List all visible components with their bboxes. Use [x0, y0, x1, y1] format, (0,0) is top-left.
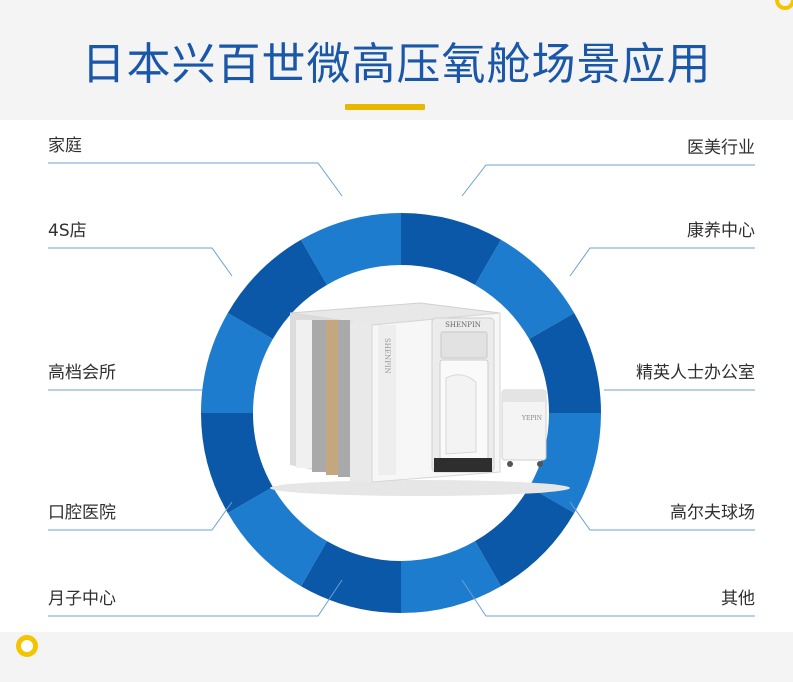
scene-label-right-2: 精英人士办公室 — [636, 363, 755, 383]
scene-label-right-4: 其他 — [721, 589, 755, 609]
scene-label-right-0: 医美行业 — [687, 138, 755, 158]
leader-line — [48, 579, 343, 617]
chamber-illustration: SHENPIN SHENPIN YEPIN — [270, 302, 570, 496]
ring-segment — [227, 487, 327, 587]
scene-label-left-3: 口腔医院 — [48, 503, 116, 523]
leader-lines — [48, 162, 755, 617]
ring-segment — [201, 413, 273, 513]
ring-segment — [401, 541, 501, 613]
ring-segment — [301, 213, 401, 285]
decor-ring-bottom — [16, 635, 38, 657]
ring-segment — [227, 239, 327, 339]
scene-label-right-3: 高尔夫球场 — [670, 503, 755, 523]
ring-segment — [475, 239, 575, 339]
ring-segment — [201, 313, 273, 413]
ring-segment — [529, 313, 601, 413]
scene-label-right-1: 康养中心 — [687, 221, 755, 241]
decor-ring-top — [775, 0, 793, 10]
chamber-side-brand: SHENPIN — [383, 338, 391, 374]
leader-line — [569, 247, 755, 277]
leader-line — [461, 579, 755, 617]
page-title: 日本兴百世微高压氧舱场景应用 — [81, 39, 712, 90]
leader-line — [48, 501, 233, 531]
device-brand: YEPIN — [521, 415, 542, 422]
scene-panel: SHENPIN SHENPIN YEPIN 家庭 4S店 高档会所 口腔医院 月… — [0, 120, 793, 632]
scene-label-left-1: 4S店 — [48, 221, 87, 241]
ring-segment — [301, 541, 401, 613]
leader-line — [48, 162, 343, 197]
leader-line — [48, 247, 233, 277]
scene-label-left-4: 月子中心 — [48, 589, 116, 609]
title-underline — [345, 104, 425, 110]
scene-ring-diagram: SHENPIN SHENPIN YEPIN — [48, 162, 755, 617]
leader-line — [461, 164, 755, 197]
leader-line — [569, 501, 755, 531]
scene-label-left-2: 高档会所 — [48, 363, 116, 383]
scene-label-left-0: 家庭 — [48, 136, 82, 156]
chamber-door-brand: SHENPIN — [445, 321, 481, 329]
ring-segment — [475, 487, 575, 587]
ring-segment — [401, 213, 501, 285]
